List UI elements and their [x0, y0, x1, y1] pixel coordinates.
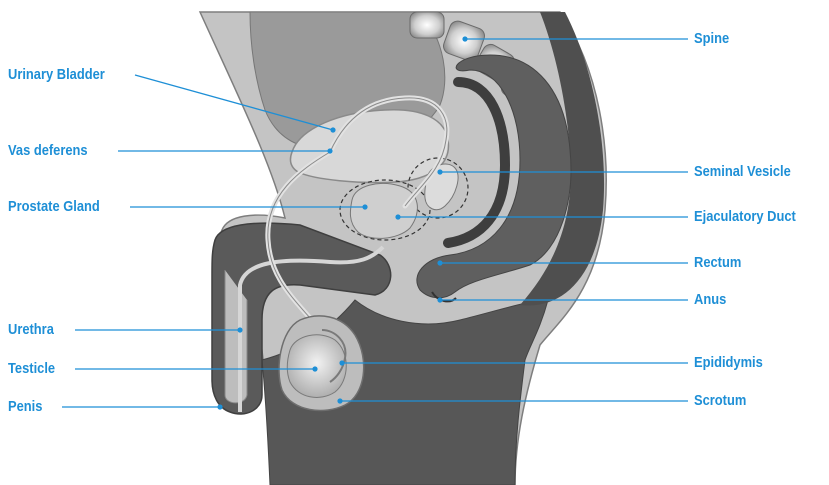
dot-epididymis [339, 360, 344, 365]
prostate-gland-shape [350, 184, 417, 239]
label-scrotum: Scrotum [694, 392, 746, 410]
label-urinary-bladder: Urinary Bladder [8, 66, 105, 84]
dot-seminal-vesicle [437, 169, 442, 174]
label-testicle: Testicle [8, 360, 55, 378]
label-rectum: Rectum [694, 254, 741, 272]
dot-prostate-gland [362, 204, 367, 209]
label-seminal-vesicle: Seminal Vesicle [694, 163, 791, 181]
dot-testicle [312, 366, 317, 371]
label-vas-deferens: Vas deferens [8, 142, 88, 160]
dot-ejaculatory-duct [395, 214, 400, 219]
dot-vas-deferens [327, 148, 332, 153]
dot-scrotum [337, 398, 342, 403]
dot-urethra [237, 327, 242, 332]
label-spine: Spine [694, 30, 729, 48]
label-prostate-gland: Prostate Gland [8, 198, 100, 216]
label-epididymis: Epididymis [694, 354, 763, 372]
dot-rectum [437, 260, 442, 265]
testicle-shape [287, 335, 346, 398]
label-ejaculatory-duct: Ejaculatory Duct [694, 208, 796, 226]
dot-urinary-bladder [330, 127, 335, 132]
label-urethra: Urethra [8, 321, 54, 339]
dot-anus [437, 297, 442, 302]
label-anus: Anus [694, 291, 726, 309]
label-penis: Penis [8, 398, 42, 416]
dot-spine [462, 36, 467, 41]
dot-penis [217, 404, 222, 409]
